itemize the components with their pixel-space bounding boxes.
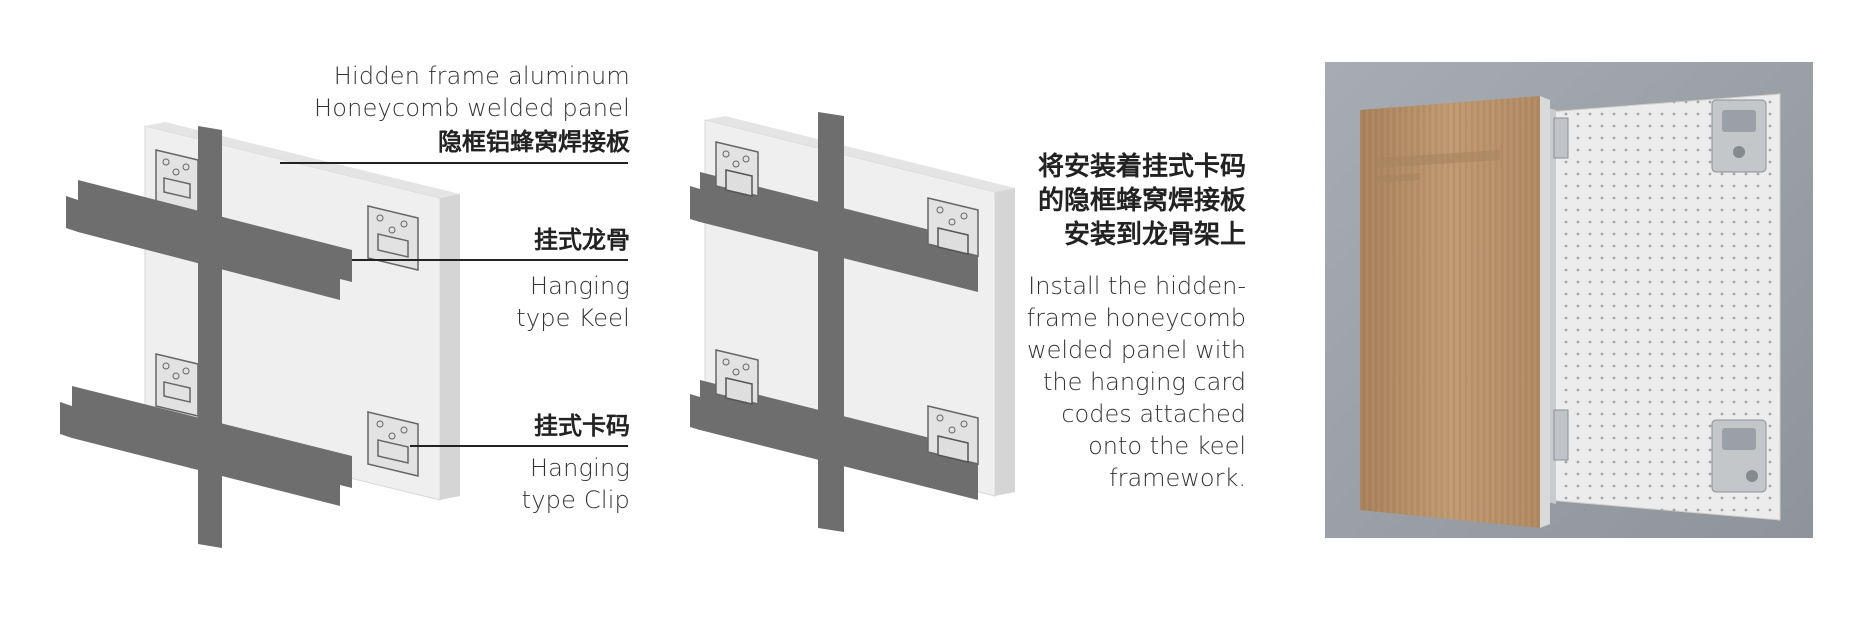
- hanging-clip: [715, 141, 759, 197]
- step-en-line: codes attached: [1061, 400, 1246, 428]
- step-en-line: welded panel with: [1026, 336, 1246, 364]
- hanging-keel: [690, 112, 978, 532]
- step-description-en: Install the hidden- frame honeycomb weld…: [1027, 270, 1246, 494]
- hanging-clip: [927, 405, 979, 465]
- hanging-clip: [1711, 99, 1767, 173]
- panel-label-en-1: Hidden frame aluminum: [333, 62, 630, 90]
- clip-label-en-2: type Clip: [521, 486, 630, 514]
- step-en-line: the hanging card: [1042, 368, 1246, 396]
- step-en-line: onto the keel: [1088, 432, 1246, 460]
- hanging-keel: [60, 126, 352, 548]
- panel-label-cn: 隐框铝蜂窝焊接板: [438, 128, 630, 156]
- clip-label-cn: 挂式卡码: [534, 412, 630, 440]
- hanging-clip: [927, 197, 979, 257]
- hanging-clip: [1711, 419, 1767, 493]
- step-cn-line: 将安装着挂式卡码: [1037, 152, 1246, 182]
- step-en-line: frame honeycomb: [1026, 304, 1246, 332]
- hanging-clip: [715, 349, 759, 405]
- step-cn-line: 的隐框蜂窝焊接板: [1037, 186, 1246, 216]
- hanging-clip: [1553, 117, 1569, 461]
- clip-label-en-1: Hanging: [529, 454, 630, 482]
- keel-label-cn: 挂式龙骨: [534, 226, 630, 254]
- hanging-clip: [155, 149, 199, 213]
- step-cn-line: 安装到龙骨架上: [1063, 220, 1246, 250]
- keel-label-en-2: type Keel: [516, 304, 630, 332]
- panel-label-en-2: Honeycomb welded panel: [314, 94, 630, 122]
- wood-veneer-panel: [1360, 96, 1550, 528]
- step-en-line: framework.: [1109, 464, 1246, 492]
- hanging-clip: [367, 205, 419, 271]
- step-description-cn: 将安装着挂式卡码 的隐框蜂窝焊接板 安装到龙骨架上: [1038, 150, 1246, 252]
- keel-label-en-1: Hanging: [529, 272, 630, 300]
- hanging-clip: [367, 411, 419, 477]
- step-en-line: Install the hidden-: [1028, 272, 1246, 300]
